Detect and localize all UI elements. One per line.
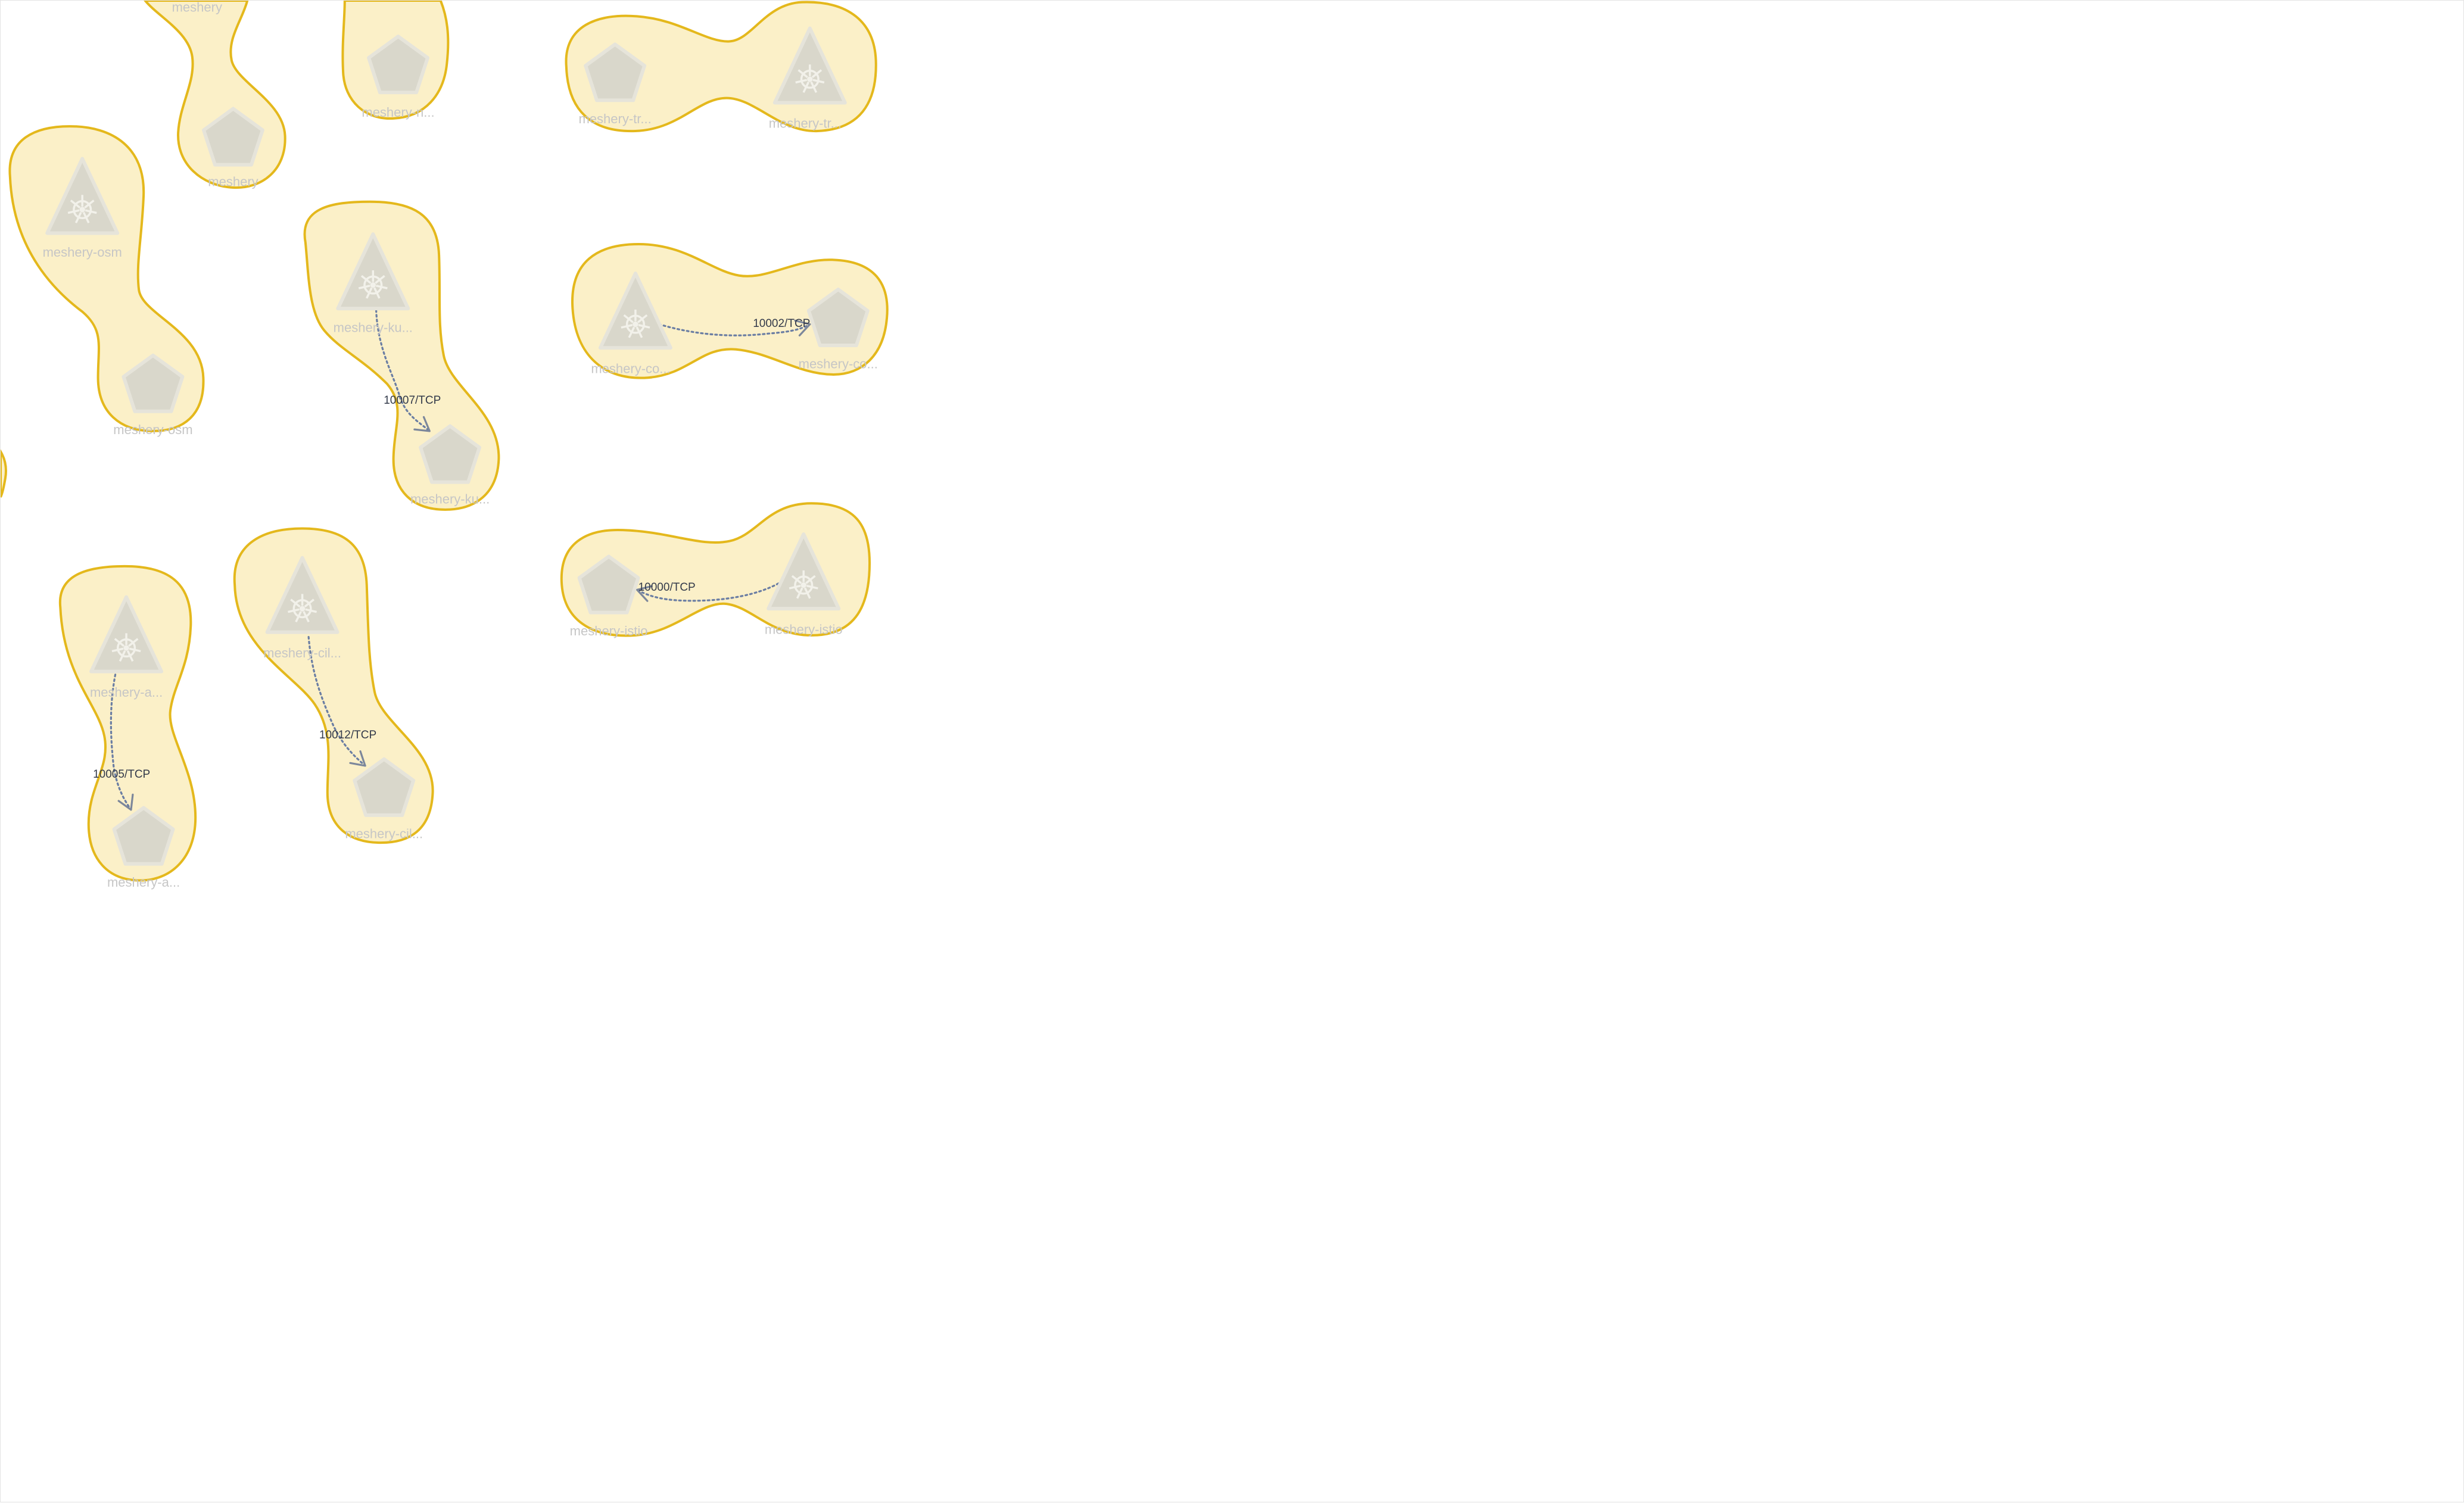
pentagon-icon (112, 806, 175, 866)
pentagon-icon (353, 757, 416, 817)
node-n16[interactable]: meshery-istio (570, 554, 648, 638)
node-label: meshery (208, 174, 258, 189)
edge-line (659, 325, 809, 336)
node-label: meshery-istio (570, 623, 648, 638)
node-label: meshery-a... (107, 875, 180, 890)
node-label: meshery-n... (362, 105, 434, 120)
kubernetes-helm-triangle-icon (336, 232, 410, 311)
node-label: meshery-tr... (769, 116, 842, 131)
edge-e3[interactable]: 10005/TCP (93, 675, 150, 810)
node-label: meshery-a... (90, 685, 163, 700)
node-n3[interactable]: meshery-n... (362, 35, 435, 120)
node-label: meshery-tr... (578, 111, 651, 126)
arrowhead-icon (349, 750, 366, 767)
node-n13[interactable]: meshery-a... (107, 806, 180, 890)
kubernetes-helm-triangle-icon (45, 157, 120, 235)
node-n11[interactable]: meshery-co... (799, 288, 878, 371)
pentagon-icon (419, 424, 481, 484)
edge-line (376, 310, 430, 431)
pentagon-icon (584, 42, 647, 102)
kubernetes-helm-triangle-icon (598, 272, 672, 350)
edge-port-label: 10007/TCP (384, 394, 441, 407)
node-n17[interactable]: meshery-istio (765, 532, 843, 637)
node-group-10[interactable] (1, 451, 6, 497)
pentagon-icon (202, 107, 264, 167)
node-n8[interactable]: meshery-ku... (334, 232, 413, 335)
edge-line (111, 675, 131, 810)
kubernetes-helm-triangle-icon (772, 26, 847, 105)
edge-port-label: 10000/TCP (638, 581, 696, 594)
node-n7[interactable]: meshery-osm (113, 353, 193, 437)
node-label: meshery-co... (799, 356, 878, 371)
kubernetes-helm-triangle-icon (767, 532, 841, 611)
edge-layer: 10007/TCP 10002/TCP 10005/TCP 10012/TCP 1000… (93, 310, 810, 810)
node-label: meshery-osm (113, 422, 192, 437)
node-label: meshery-istio (765, 622, 843, 637)
node-n15[interactable]: meshery-cil... (345, 757, 423, 841)
node-n5[interactable]: meshery-tr... (769, 26, 847, 131)
kubernetes-helm-triangle-icon (89, 595, 164, 673)
arrowhead-icon (413, 416, 431, 432)
edge-port-label: 10002/TCP (753, 317, 810, 330)
arrowhead-icon (636, 585, 653, 602)
node-n1[interactable]: meshery (172, 1, 222, 14)
arrowhead-icon (117, 793, 134, 811)
node-n12[interactable]: meshery-a... (89, 595, 164, 700)
edge-e2[interactable]: 10002/TCP (659, 317, 810, 335)
node-n4[interactable]: meshery-tr... (578, 42, 652, 126)
edge-e4[interactable]: 10012/TCP (309, 637, 376, 766)
pentagon-icon (577, 554, 640, 615)
edge-e5[interactable]: 10000/TCP (637, 581, 778, 601)
pentagon-icon (367, 35, 429, 95)
node-label: meshery-co... (591, 361, 670, 376)
edge-port-label: 10012/TCP (319, 729, 376, 741)
node-label: meshery-ku... (334, 320, 413, 335)
node-label: meshery (172, 1, 222, 14)
node-label: meshery-cil... (263, 646, 341, 660)
node-layer: meshery meshery meshery-n... meshery-tr... m… (43, 1, 878, 890)
pentagon-icon (122, 353, 185, 413)
node-label: meshery-cil... (345, 826, 423, 841)
node-n14[interactable]: meshery-cil... (263, 556, 341, 660)
edge-port-label: 10005/TCP (93, 768, 150, 781)
edge-line (637, 584, 778, 601)
node-group-7[interactable] (60, 566, 195, 881)
arrowhead-icon (794, 319, 811, 336)
node-n9[interactable]: meshery-ku... (410, 424, 490, 507)
node-n6[interactable]: meshery-osm (43, 157, 122, 260)
edge-line (309, 637, 365, 766)
node-n10[interactable]: meshery-co... (591, 272, 672, 376)
edge-e1[interactable]: 10007/TCP (376, 310, 441, 431)
pentagon-icon (806, 288, 870, 347)
node-label: meshery-ku... (410, 491, 490, 506)
node-label: meshery-osm (43, 245, 122, 260)
kubernetes-helm-triangle-icon (265, 556, 339, 634)
node-n2[interactable]: meshery (202, 107, 264, 189)
